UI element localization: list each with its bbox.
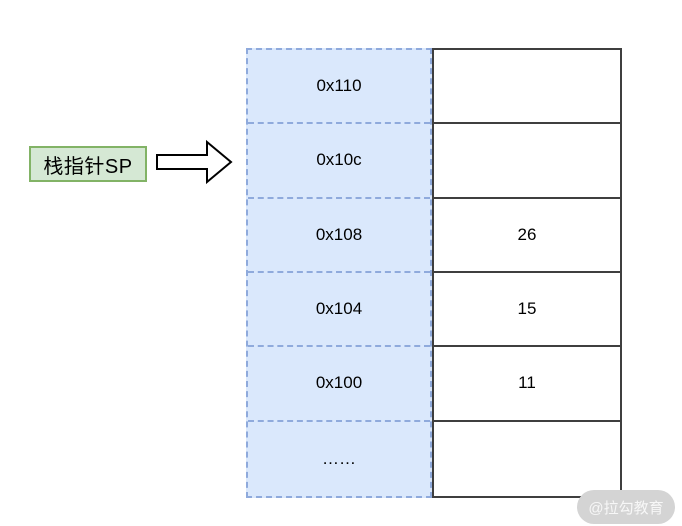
address-cell: …… xyxy=(322,448,356,468)
value-cell xyxy=(434,422,620,496)
stack-pointer-label-text: 栈指针SP xyxy=(43,155,133,178)
value-cell: 15 xyxy=(434,273,620,348)
watermark-text: @拉勾教育 xyxy=(588,499,664,517)
value-cell: 11 xyxy=(434,347,620,422)
address-cell: 0x100 xyxy=(248,347,430,422)
address-cell: 0x110 xyxy=(248,50,430,125)
address-cell: 0x108 xyxy=(248,199,430,273)
value-cell xyxy=(434,50,620,125)
stack-pointer-label: 栈指针SP xyxy=(29,146,147,182)
value-cell: 26 xyxy=(434,199,620,273)
watermark-badge: @拉勾教育 xyxy=(577,490,675,524)
value-column: 26 15 11 xyxy=(432,48,622,498)
address-cell: 0x104 xyxy=(248,273,430,348)
address-cell: 0x10c xyxy=(248,124,430,199)
value-cell xyxy=(434,124,620,199)
address-column: 0x110 0x10c 0x108 0x104 0x100 …… xyxy=(246,48,432,498)
memory-table: 0x110 0x10c 0x108 0x104 0x100 …… 26 15 1… xyxy=(246,48,622,498)
right-arrow-icon xyxy=(156,139,234,185)
